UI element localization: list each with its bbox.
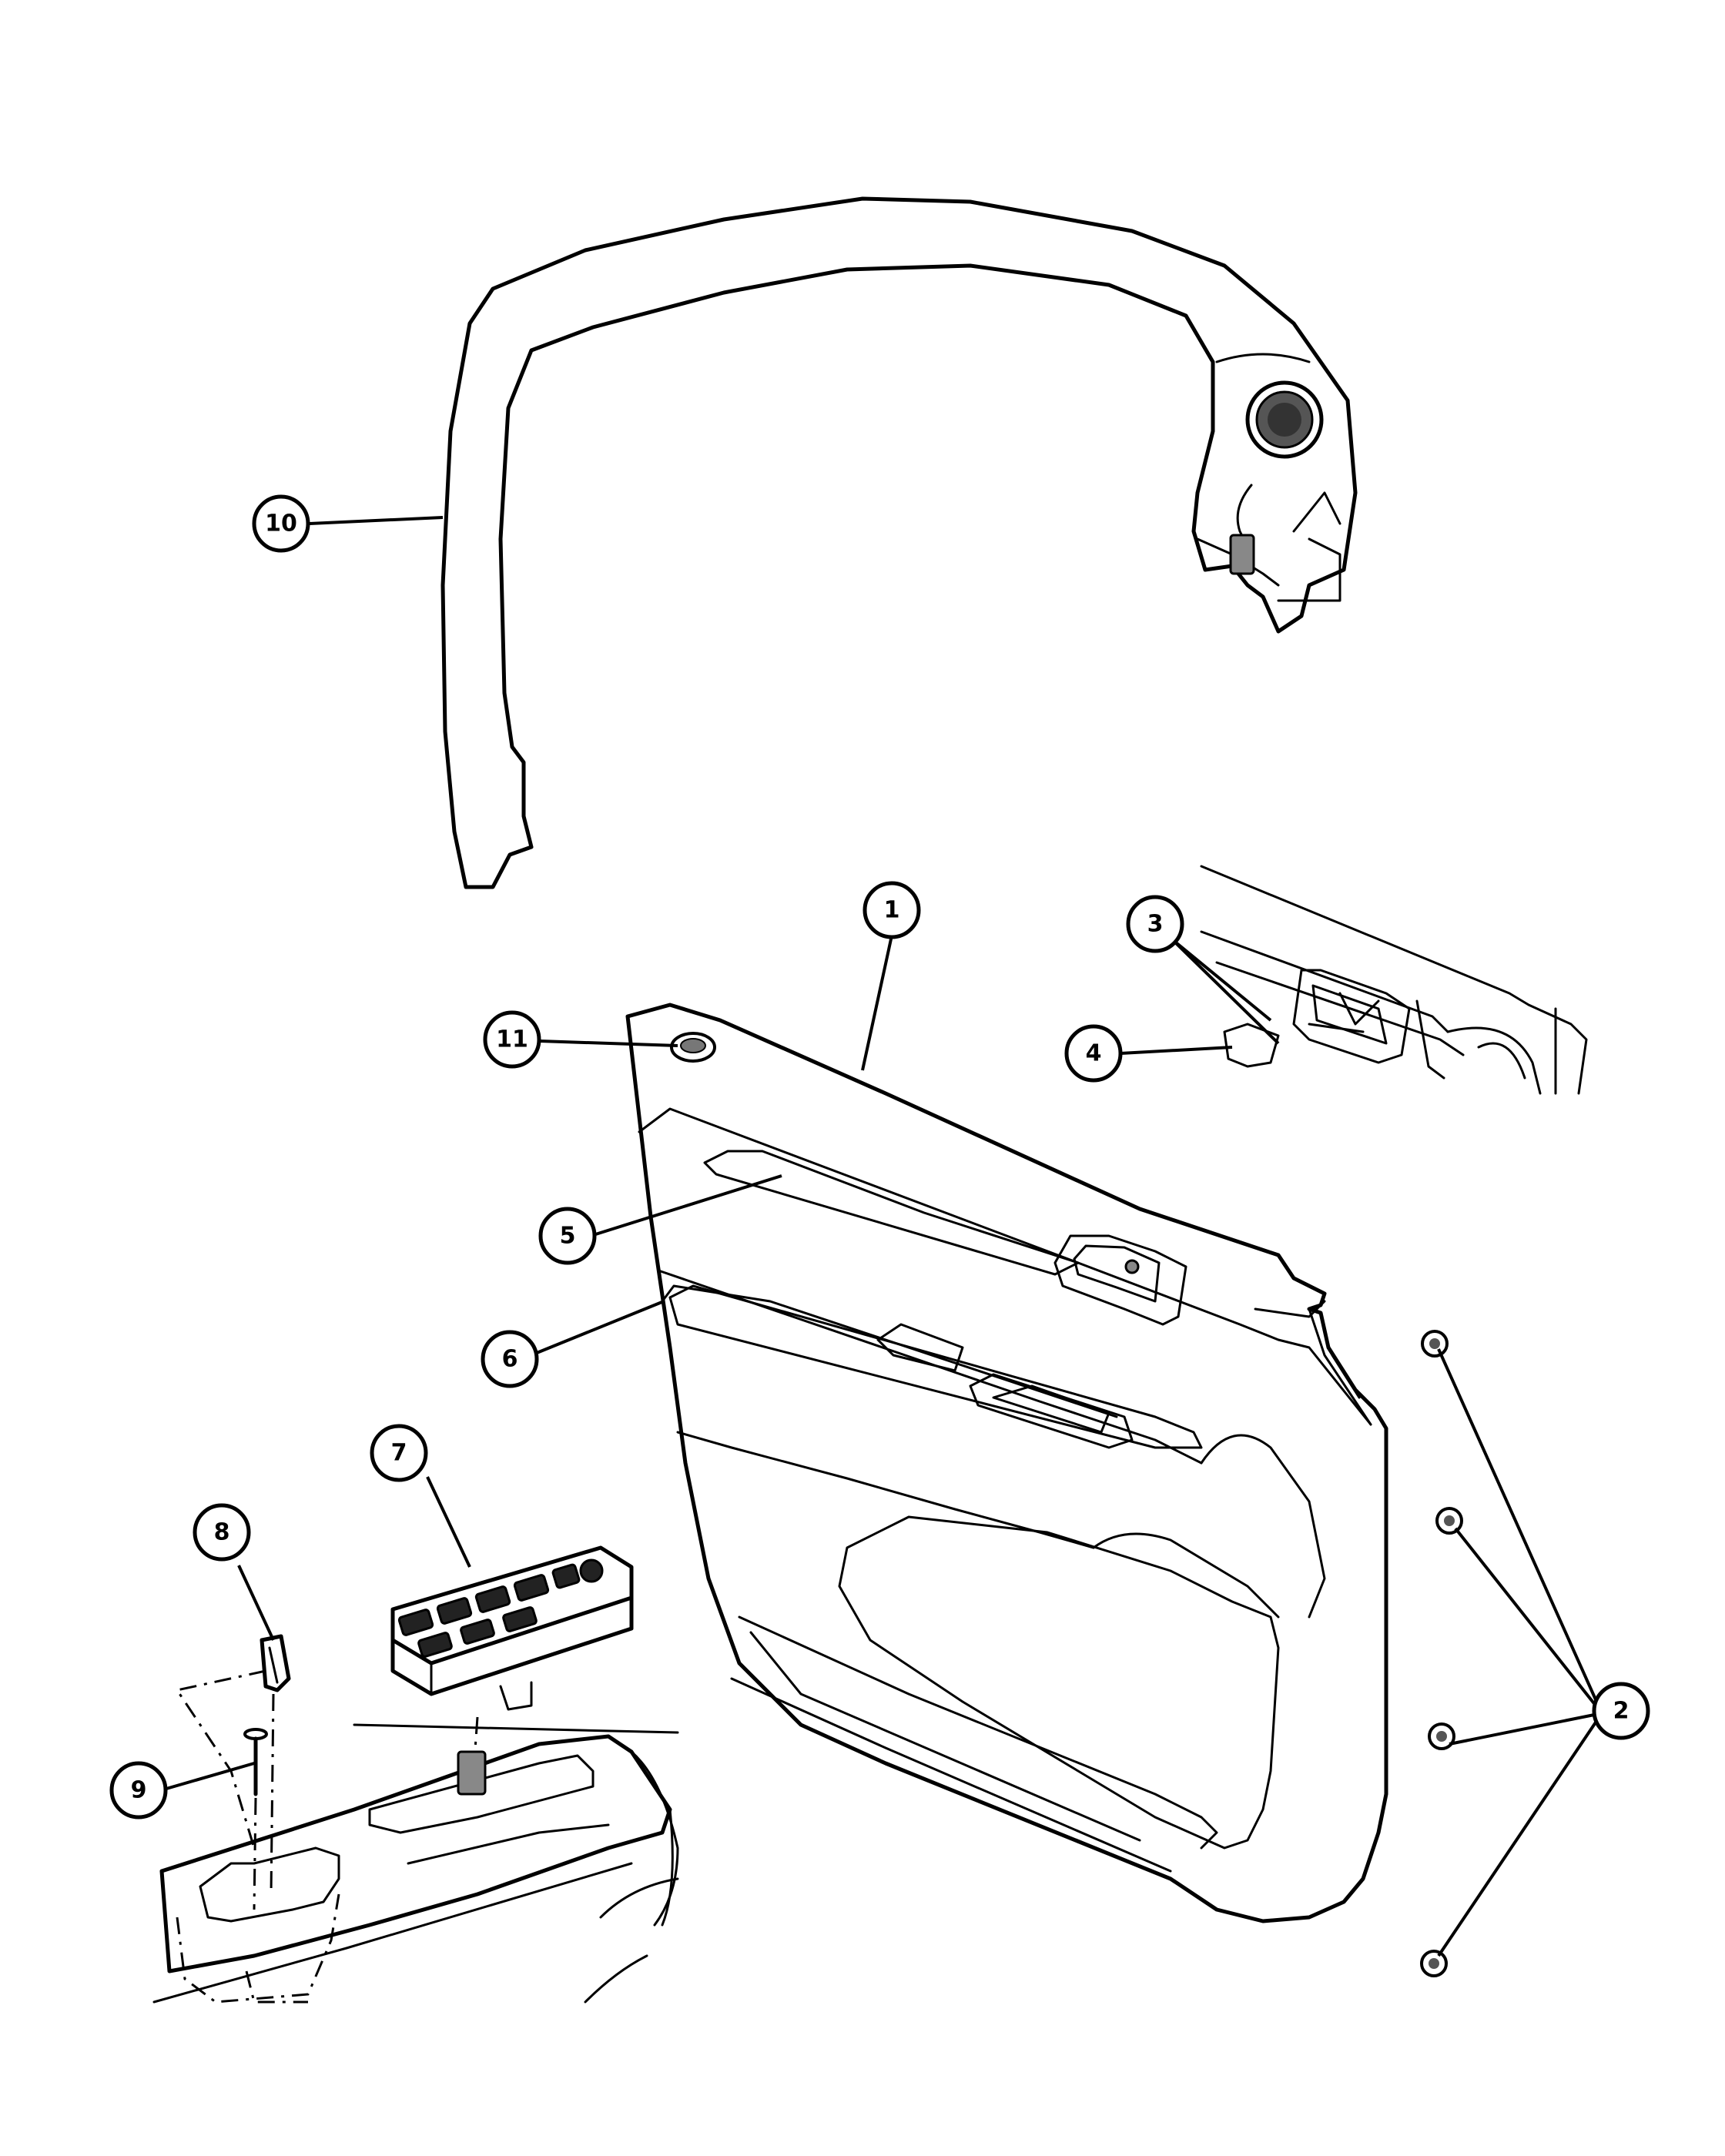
callout-1: 1	[862, 881, 921, 939]
callout-11-label: 11	[496, 1026, 528, 1053]
trim-cap-button	[670, 1032, 716, 1063]
door-trim-panel	[625, 1003, 1388, 1923]
switch-retainer-clip	[260, 1634, 291, 1692]
mounting-screw	[243, 1728, 268, 1796]
screw-install-path	[253, 1797, 257, 1910]
upper-bolster-strip	[703, 1150, 1080, 1276]
callout-4: 4	[1064, 1024, 1123, 1083]
inside-handle-bezel	[1053, 1234, 1187, 1326]
callout-6-label: 6	[502, 1346, 518, 1373]
callout-2-label: 2	[1613, 1698, 1630, 1725]
callout-10-label: 10	[265, 511, 297, 537]
upper-door-trim-arch	[440, 196, 1358, 889]
door-armrest-pad	[668, 1284, 1203, 1449]
callout-8: 8	[193, 1503, 251, 1562]
callout-5-label: 5	[560, 1223, 576, 1250]
push-pin-fastener-2	[1435, 1507, 1463, 1535]
push-pin-fastener-3	[1428, 1722, 1455, 1750]
push-pin-fastener-1	[1421, 1330, 1449, 1358]
callout-5: 5	[538, 1207, 597, 1265]
callout-9: 9	[109, 1761, 168, 1820]
clip-install-path-2	[270, 1693, 275, 1895]
armrest-switch-bezel	[152, 1723, 679, 2004]
leader-lines	[160, 516, 1603, 1957]
clip-install-path	[175, 1669, 266, 1849]
callout-3-label: 3	[1147, 911, 1164, 938]
callout-4-label: 4	[1086, 1040, 1102, 1067]
lower-trim-strip	[661, 1284, 1118, 1418]
tweeter-speaker	[1245, 380, 1324, 459]
callout-1-label: 1	[884, 897, 900, 924]
window-switch-assembly	[390, 1545, 634, 1711]
callout-3: 3	[1126, 895, 1184, 953]
callout-2: 2	[1592, 1682, 1650, 1740]
switch-bezel-opening	[969, 1373, 1134, 1449]
callout-7: 7	[370, 1424, 428, 1482]
callout-6: 6	[481, 1330, 539, 1388]
push-pin-fastener-4	[1420, 1950, 1448, 1977]
armrest-hidden-lines	[176, 1893, 340, 2004]
callout-8-label: 8	[214, 1519, 230, 1546]
callout-7-label: 7	[391, 1440, 407, 1467]
door-bin-pocket	[738, 1615, 1218, 1850]
callout-10: 10	[252, 494, 310, 553]
callout-9-label: 9	[131, 1777, 147, 1804]
door-pull-handle	[876, 1323, 964, 1372]
handle-bezel-detail-view	[1200, 865, 1588, 1095]
callout-11: 11	[483, 1010, 541, 1069]
tweeter-connector	[1229, 484, 1255, 575]
